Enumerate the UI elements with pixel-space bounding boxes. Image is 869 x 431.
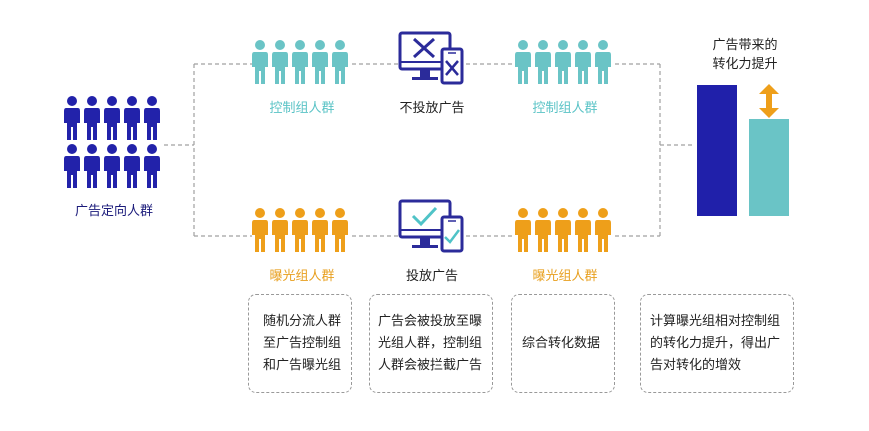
person-icon [104,144,120,188]
person-icon [535,208,551,252]
note-line: 光组人群，控制组 [378,336,483,351]
person-icon [252,40,268,84]
note-line: 计算曝光组相对控制组 [650,314,781,329]
target-group-label: 广告定向人群 [74,204,153,219]
control-group-right-label: 控制组人群 [532,101,598,116]
note-box-ad-delivery: 广告会被投放至曝 光组人群，控制组 人群会被拦截广告 [369,294,493,393]
exposed-group-left-people [252,208,352,254]
ad-label: 投放广告 [405,269,458,284]
note-line: 告对转化的增效 [650,358,742,373]
person-icon [252,208,268,252]
person-icon [535,40,551,84]
note-line: 综合转化数据 [522,336,601,351]
note-line: 随机分流人群 [263,314,342,329]
no-ad-label: 不投放广告 [399,101,465,116]
person-icon [104,96,120,140]
person-icon [575,40,591,84]
person-icon [124,96,140,140]
person-icon [272,208,288,252]
person-icon [84,144,100,188]
note-line: 和广告曝光组 [263,358,342,373]
person-icon [515,208,531,252]
person-icon [64,96,80,140]
exposed-group-right-label: 曝光组人群 [532,269,598,284]
person-icon [124,144,140,188]
control-group-right-people [515,40,615,86]
person-icon [555,40,571,84]
person-icon [84,96,100,140]
monitor-x-icon [398,31,464,85]
note-box-aggregate: 综合转化数据 [511,294,615,393]
person-icon [144,144,160,188]
control-group-left-label: 控制组人群 [269,101,335,116]
person-icon [595,40,611,84]
person-icon [272,40,288,84]
person-icon [555,208,571,252]
note-line: 人群会被拦截广告 [378,358,483,373]
person-icon [332,40,348,84]
lift-title-line-1: 广告带来的 [712,38,778,53]
person-icon [292,40,308,84]
person-icon [575,208,591,252]
double-arrow-icon [759,84,779,118]
exposed-group-left-label: 曝光组人群 [269,269,335,284]
control-conversion-bar [697,85,737,216]
monitor-check-icon [398,199,464,253]
control-group-left-people [252,40,352,86]
lift-title-line-2: 转化力提升 [712,57,778,72]
note-line: 的转化力提升，得出广 [650,336,781,351]
person-icon [64,144,80,188]
note-box-split: 随机分流人群 至广告控制组 和广告曝光组 [248,294,352,393]
person-icon [515,40,531,84]
person-icon [144,96,160,140]
exposed-conversion-bar [749,119,789,216]
target-group-people [64,96,164,188]
person-icon [312,40,328,84]
person-icon [292,208,308,252]
person-icon [332,208,348,252]
note-box-lift-calc: 计算曝光组相对控制组 的转化力提升，得出广 告对转化的增效 [640,294,794,393]
person-icon [595,208,611,252]
note-line: 广告会被投放至曝 [378,314,483,329]
exposed-group-right-people [515,208,615,254]
note-line: 至广告控制组 [263,336,342,351]
person-icon [312,208,328,252]
